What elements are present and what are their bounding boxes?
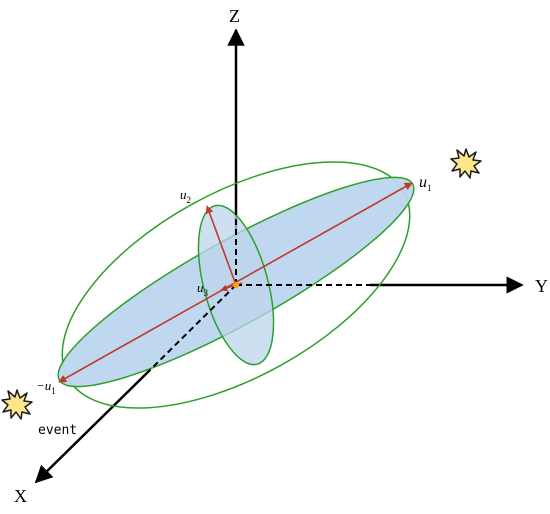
x-axis-label: X: [14, 486, 27, 506]
u2-vector: [205, 205, 237, 286]
burst-icon: [450, 148, 482, 179]
u1-label: u1: [419, 174, 432, 193]
z-axis-label: Z: [229, 6, 240, 26]
x-axis: [34, 369, 151, 484]
u2-label: u2: [180, 187, 191, 205]
burst-icon: [1, 389, 33, 420]
origin-dot: [233, 282, 239, 288]
u3-label: u3: [197, 280, 209, 298]
neg-u1-label: −u1: [36, 378, 56, 396]
y-axis-label: Y: [535, 276, 548, 296]
event-label: event: [38, 423, 77, 438]
